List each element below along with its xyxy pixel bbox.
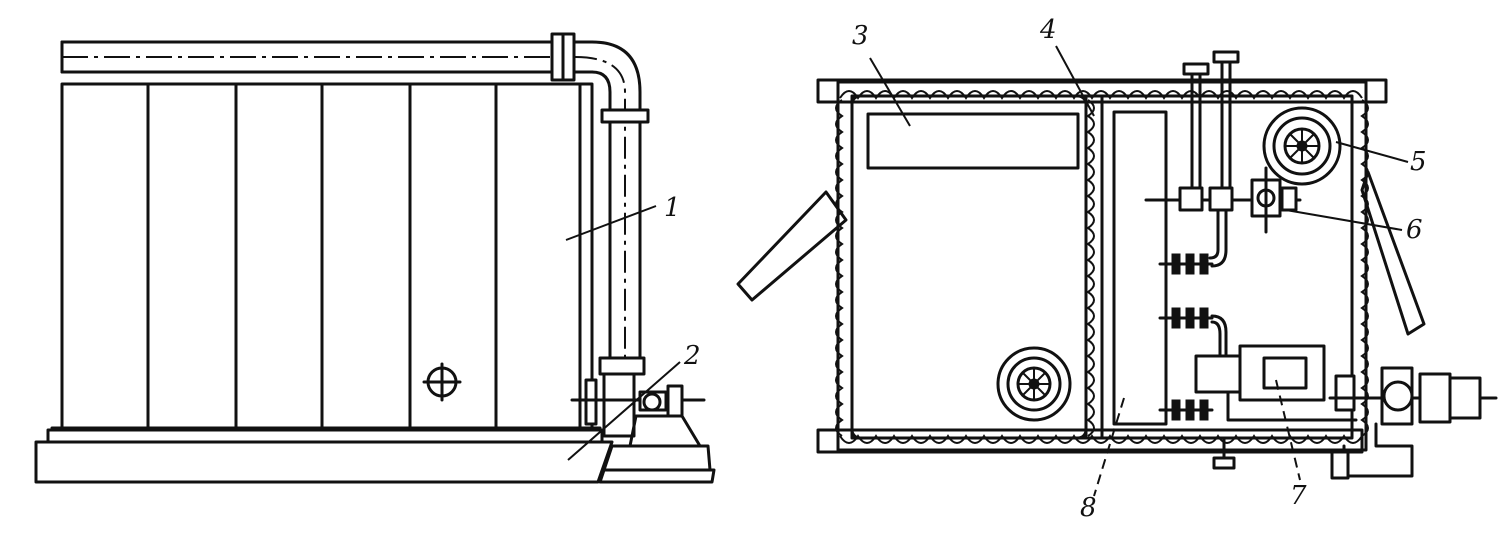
inspection-hole-icon (422, 362, 462, 402)
label-8: 8 (1080, 493, 1097, 523)
valve-row-3 (1158, 399, 1214, 421)
label-2: 2 (683, 341, 701, 371)
lid-right (1360, 170, 1426, 336)
label-4: 4 (1039, 15, 1057, 45)
partition-wall (1084, 94, 1104, 440)
insulation-right (1360, 99, 1369, 437)
leader-5 (1335, 141, 1409, 163)
plan-view (736, 45, 1498, 497)
left-compartment (850, 94, 1088, 440)
valve-row-2 (1158, 307, 1228, 358)
label-7: 7 (1290, 481, 1307, 511)
leader-7 (1275, 379, 1301, 481)
valve-stems (1182, 50, 1240, 190)
manhole-left-icon (996, 346, 1072, 422)
valve-group-6 (1144, 166, 1302, 234)
valve-column (1158, 208, 1228, 421)
valve-row-1 (1158, 253, 1214, 275)
pump-unit (570, 372, 716, 484)
tank-body (60, 82, 594, 432)
tank-side-view (34, 32, 716, 484)
label-3: 3 (852, 21, 869, 51)
pump-unit-7 (1194, 344, 1358, 470)
leader-4 (1055, 45, 1095, 117)
element-8 (1112, 110, 1168, 426)
label-6: 6 (1406, 215, 1423, 245)
label-5: 5 (1410, 147, 1427, 177)
bottom-beam (816, 428, 1364, 454)
tank-base (34, 426, 614, 484)
insulation-left (835, 99, 844, 437)
outlet-pipe (1328, 366, 1498, 480)
leader-6 (1285, 209, 1403, 231)
panel-3 (866, 112, 1080, 170)
lid-left (736, 190, 848, 302)
leader-3 (869, 57, 911, 127)
leader-2 (567, 361, 681, 461)
vertical-pipe (574, 40, 650, 376)
leader-8 (1093, 397, 1125, 497)
top-pipe (60, 32, 594, 82)
leader-1 (565, 205, 657, 241)
label-1: 1 (664, 193, 681, 223)
manhole-5-icon (1262, 106, 1342, 186)
